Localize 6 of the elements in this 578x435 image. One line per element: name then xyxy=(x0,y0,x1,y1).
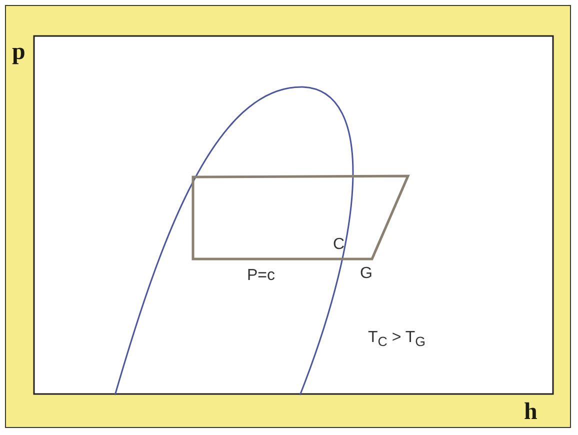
axis-label: p xyxy=(12,40,26,64)
condition-label: P=c xyxy=(247,268,276,284)
note-text: T$_{C}$ > T$_{G}$ xyxy=(368,330,426,349)
point-label: C xyxy=(333,237,345,253)
point-label: G xyxy=(360,266,372,282)
axis-label: h xyxy=(524,400,538,424)
